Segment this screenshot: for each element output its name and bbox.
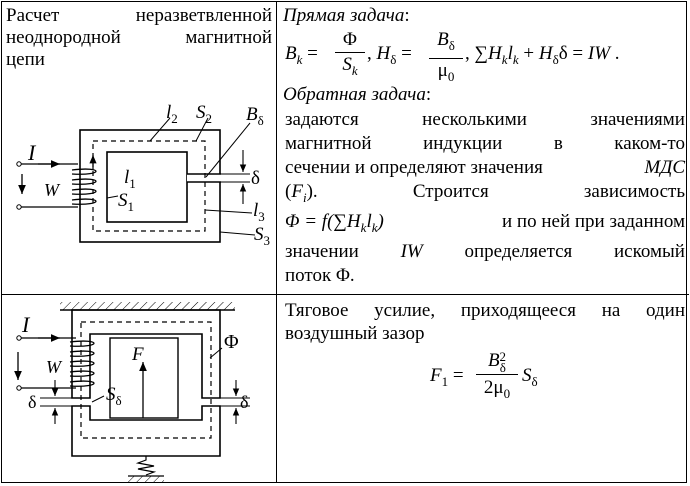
- spring: [135, 456, 157, 476]
- s2-label: S2: [196, 102, 212, 126]
- text-line: поток Φ.: [285, 264, 355, 286]
- l1-label: l1: [124, 167, 136, 191]
- s3-label: S3: [254, 224, 270, 248]
- electromagnet-figure: I W F Φ Sδ δ δ: [14, 302, 250, 482]
- text-line: сечении и определяют значения МДС: [285, 157, 685, 178]
- coil: [69, 340, 95, 387]
- text-line: Тяговое усилие, приходящееся на один: [285, 300, 685, 321]
- l3-label: l3: [253, 200, 265, 224]
- gap-right-label: δ: [240, 392, 248, 412]
- text-line: Φ = f(∑Hklk)и по ней при заданном: [285, 210, 685, 235]
- mean-flux-path: [92, 140, 206, 232]
- force-label: F: [131, 344, 144, 365]
- row-divider: [1, 294, 689, 295]
- stationary-core: [71, 309, 221, 399]
- current-label: I: [21, 312, 31, 337]
- flux-label: Φ: [224, 331, 239, 353]
- turns-label: W: [44, 180, 61, 200]
- gap-left-label: δ: [28, 392, 36, 412]
- text-line: воздушный зазор: [285, 323, 425, 344]
- flux-path: [80, 321, 212, 439]
- title-line: цепи: [6, 49, 45, 70]
- l2-label: l2: [166, 102, 178, 126]
- gap-label: δ: [251, 168, 260, 189]
- column-divider: [276, 1, 277, 483]
- turns-label: W: [46, 357, 63, 377]
- s1-label: S1: [118, 190, 134, 214]
- direct-task-heading: Прямая задача:: [283, 5, 410, 26]
- core-outer: [79, 129, 221, 243]
- s-delta-label: Sδ: [106, 384, 122, 408]
- armature: [71, 405, 221, 457]
- magnetic-circuit-figure: I W l1 S1 l2 S2 Bδ δ l3 S3: [16, 102, 270, 248]
- traction-force-text: Тяговое усилие, приходящееся на один воз…: [285, 299, 685, 345]
- current-label: I: [27, 140, 37, 165]
- b-delta-label: Bδ: [246, 104, 264, 128]
- inverse-task-heading: Обратная задача:: [283, 84, 432, 105]
- section-title: Расчет неразветвленной неоднородной магн…: [6, 5, 272, 71]
- core-window: [106, 151, 188, 223]
- coil: [71, 168, 97, 205]
- title-line: Расчет неразветвленной: [6, 5, 272, 26]
- title-line: неоднородной магнитной: [6, 27, 272, 48]
